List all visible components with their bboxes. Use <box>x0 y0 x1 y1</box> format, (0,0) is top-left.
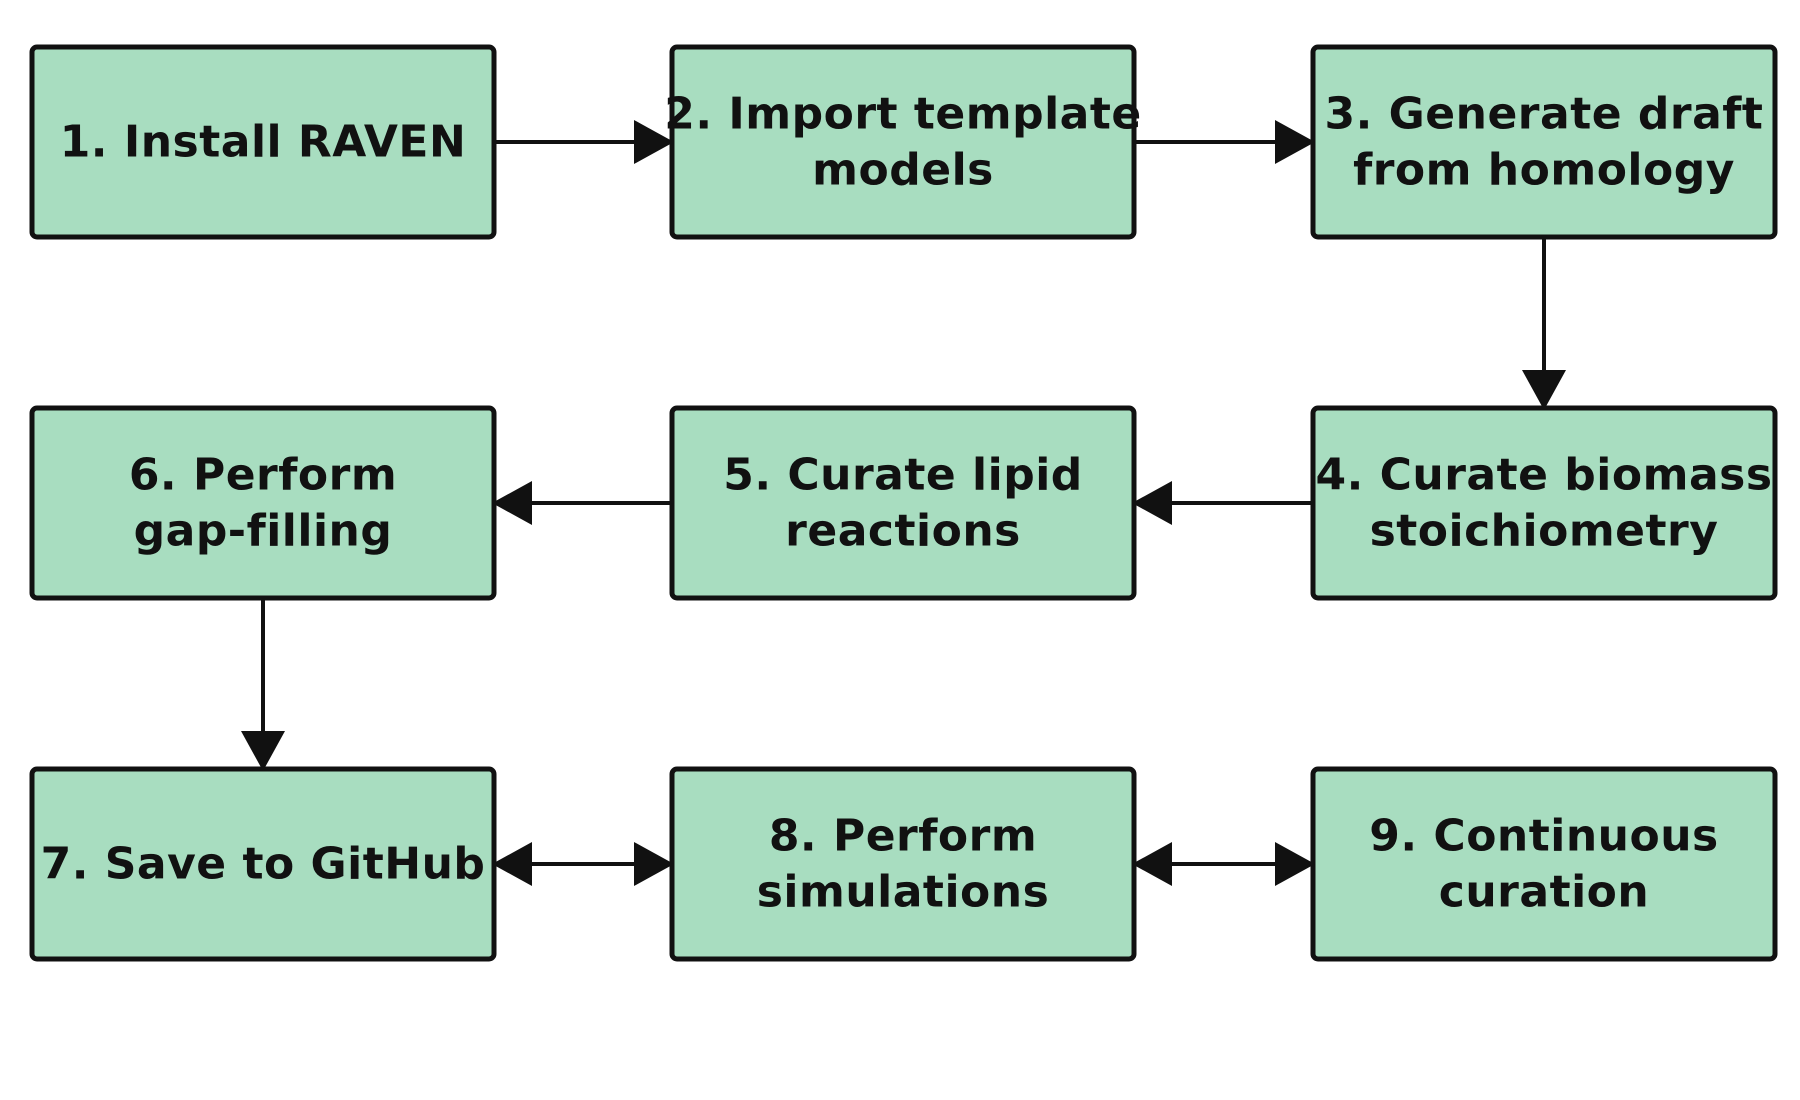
step-label-4-line-2: stoichiometry <box>1370 506 1719 557</box>
step-box-shape-3 <box>1310 44 1778 240</box>
step-label-9-line-2: curation <box>1439 867 1649 918</box>
step-label-5-line-1: 5. Curate lipid <box>723 450 1083 501</box>
step-box-shape-1 <box>29 44 497 240</box>
step-box-shape-5 <box>669 405 1137 601</box>
step-label-7-line-1: 7. Save to GitHub <box>41 839 486 890</box>
step-label-2-line-1: 2. Import template <box>664 89 1142 140</box>
step-label-1-line-1: 1. Install RAVEN <box>60 117 467 168</box>
step-label-3-line-2: from homology <box>1353 145 1735 196</box>
step-label-8-line-1: 8. Perform <box>769 811 1037 862</box>
step-box-shape-8 <box>669 766 1137 962</box>
step-box-1: 1. Install RAVEN <box>29 44 497 240</box>
step-label-3-line-1: 3. Generate draft <box>1325 89 1764 140</box>
step-box-shape-4 <box>1310 405 1778 601</box>
step-box-shape-2 <box>669 44 1137 240</box>
steps-layer: 1. Install RAVEN 2. Import templatemodels… <box>29 44 1778 962</box>
step-label-4-line-1: 4. Curate biomass <box>1315 450 1772 501</box>
step-label-5-line-2: reactions <box>785 506 1021 557</box>
step-label-8-line-2: simulations <box>757 867 1050 918</box>
step-label-6-line-2: gap-filling <box>134 506 393 557</box>
step-box-shape-9 <box>1310 766 1778 962</box>
step-box-shape-7 <box>29 766 497 962</box>
step-label-9-line-1: 9. Continuous <box>1369 811 1719 862</box>
step-label-2-line-2: models <box>812 145 994 196</box>
step-box-7: 7. Save to GitHub <box>29 766 497 962</box>
step-box-shape-6 <box>29 405 497 601</box>
step-label-6-line-1: 6. Perform <box>129 450 397 501</box>
